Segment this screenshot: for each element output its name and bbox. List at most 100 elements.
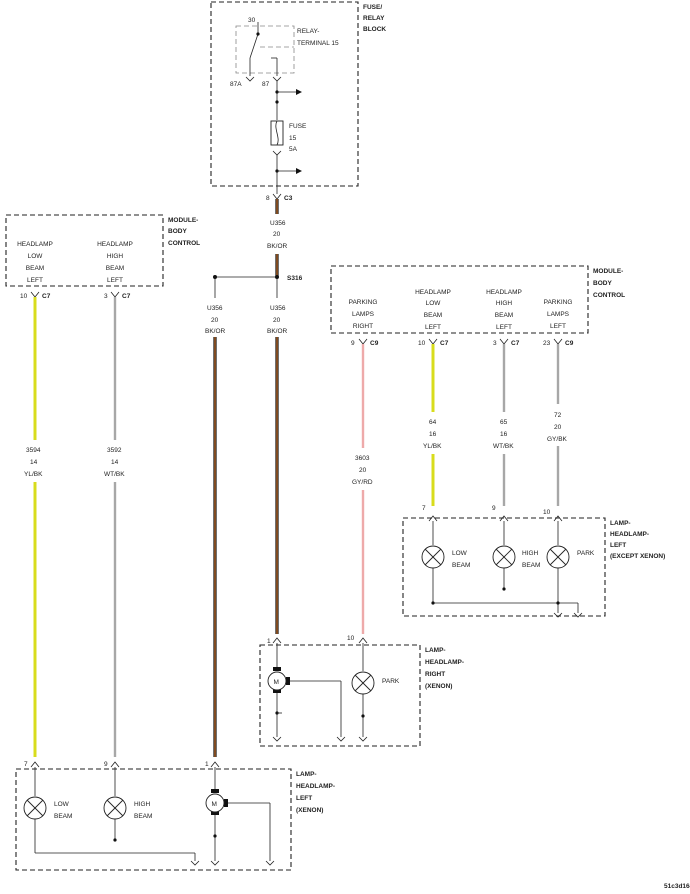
connector-c7-high-symbol <box>110 291 120 298</box>
fuse-relay-block-border <box>210 1 359 187</box>
high-beam-left-bulb-x2 <box>106 799 124 817</box>
lamp-except-xenon-park: PARK <box>577 550 595 557</box>
motor-left-top-brush <box>211 789 219 793</box>
wire-3594-label-3: YL/BK <box>24 471 43 478</box>
relay-outline <box>235 25 295 74</box>
connector-c7-low-right-symbol <box>428 338 438 345</box>
low-beam-bulb-x2 <box>424 548 442 566</box>
wire-u356-left-label-2: 20 <box>211 317 219 324</box>
lamp-except-xenon-low-2: BEAM <box>452 562 470 569</box>
wire-3592-label-2: 14 <box>111 459 119 466</box>
module-left-high-4: LEFT <box>107 277 123 284</box>
park-bulb-icon <box>351 671 375 695</box>
module-left-title-1: MODULE- <box>168 217 198 224</box>
wire-u356-right-label-1: U356 <box>270 305 286 312</box>
module-right-park-left-2: LAMPS <box>547 311 570 318</box>
connector-c7-low-symbol <box>30 291 40 298</box>
relay-87-connector <box>272 76 282 82</box>
connector-c9-right-label: C9 <box>370 340 379 347</box>
splice-s316: S316 <box>213 275 303 282</box>
module-left-border <box>5 214 164 287</box>
module-right-low-1: HEADLAMP <box>415 289 451 296</box>
lamp-right-xenon-side-connector <box>336 736 346 742</box>
wire-65-label-3: WT/BK <box>493 443 514 450</box>
park-bulb-x2 <box>549 548 567 566</box>
fuse-label-1: FUSE <box>289 123 307 130</box>
connector-c7-low-pin: 10 <box>20 293 28 300</box>
connector-c9-left-pin: 23 <box>543 340 551 347</box>
relay-contact-arm <box>249 33 259 59</box>
wire-u356-top-label-2: 20 <box>273 231 281 238</box>
connector-c9-left-symbol <box>553 338 563 345</box>
wire-72-label-1: 72 <box>554 412 562 419</box>
motor-side-brush <box>286 677 290 685</box>
module-right-border <box>330 265 589 334</box>
fuse-label-3: 5A <box>289 146 298 153</box>
wire-3603-label-2: 20 <box>359 467 367 474</box>
wire-3592-label-1: 3592 <box>107 447 122 454</box>
fuse-element <box>275 120 279 146</box>
wire-u356-left-label-1: U356 <box>207 305 223 312</box>
lamp-except-xenon-junction-3 <box>556 601 560 605</box>
wire-64-label-1: 64 <box>429 419 437 426</box>
lamp-left-xenon-motor-junction <box>213 834 217 838</box>
lamp-except-xenon-conn-10 <box>553 515 563 522</box>
lamp-left-xenon-pin-9: 9 <box>104 761 108 768</box>
lamp-except-xenon-low-1: LOW <box>452 550 468 557</box>
relay-pin-87: 87 <box>262 81 270 88</box>
connector-c3-pin: 8 <box>266 195 270 202</box>
module-right-park-right-2: LAMPS <box>352 311 375 318</box>
fuse-output-connector <box>272 150 282 156</box>
connector-c7-high-right-symbol <box>499 338 509 345</box>
wire-3603-label-3: GY/RD <box>352 479 373 486</box>
connector-c9-right-pin: 9 <box>351 340 355 347</box>
high-beam-bulb-icon <box>492 545 516 569</box>
connector-c7-low-label: C7 <box>42 293 51 300</box>
module-right-high-2: HIGH <box>496 300 513 307</box>
motor-icon: M <box>267 667 290 693</box>
lamp-left-xenon-border <box>15 768 292 871</box>
relay-label-2: TERMINAL 15 <box>297 40 339 47</box>
fuse-label-2: 15 <box>289 135 297 142</box>
high-beam-bulb-icon <box>103 796 127 820</box>
wire-u356-left-label-3: BK/OR <box>205 328 226 335</box>
module-left-high-2: HIGH <box>107 253 124 260</box>
module-right-title-2: BODY <box>593 280 612 287</box>
fuse-input-dot <box>275 100 279 104</box>
wire-u356-top: U356 20 BK/OR <box>267 199 288 276</box>
relay-pin-87a: 87A <box>230 81 242 88</box>
lamp-left-xenon-title-3: LEFT <box>296 795 312 802</box>
lamp-except-xenon-junction-2 <box>502 587 506 591</box>
module-right-high-3: BEAM <box>495 312 513 319</box>
motor-left-label: M <box>212 801 217 808</box>
connector-c7-high-pin: 3 <box>104 293 108 300</box>
arrow-right-icon <box>296 89 302 95</box>
arrow-right-icon <box>296 168 302 174</box>
wire-u356-right-label-3: BK/OR <box>267 328 288 335</box>
module-right-low-3: BEAM <box>424 312 442 319</box>
lamp-left-xenon-ground-connector <box>190 860 200 866</box>
connector-c3-label: C3 <box>284 195 293 202</box>
lamp-left-xenon-side-connector <box>265 860 275 866</box>
relay-label-1: RELAY- <box>297 28 319 35</box>
connector-c3-symbol <box>272 193 282 200</box>
wire-3594-label-2: 14 <box>30 459 38 466</box>
module-left-high-3: BEAM <box>106 265 124 272</box>
lamp-right-xenon-border <box>259 644 421 747</box>
lamp-right-xenon-return-connector <box>272 736 282 742</box>
splice-dot-left <box>213 275 217 279</box>
lamp-left-xenon-title-1: LAMP- <box>296 771 317 778</box>
low-beam-bulb-icon <box>23 796 47 820</box>
module-right-high-4: LEFT <box>496 324 512 331</box>
module-left-low-2: LOW <box>28 253 44 260</box>
module-right-high-1: HEADLAMP <box>486 289 522 296</box>
lamp-except-xenon-conn-9 <box>499 515 509 522</box>
park-bulb-icon <box>546 545 570 569</box>
wire-65-label-2: 16 <box>500 431 508 438</box>
fuse-relay-block: FUSE/ RELAY BLOCK 30 RELAY- TERMINAL 15 … <box>210 1 386 194</box>
lamp-left-xenon-title-4: (XENON) <box>296 807 323 814</box>
low-beam-left-bulb-x2 <box>26 799 44 817</box>
module-left-low-4: LEFT <box>27 277 43 284</box>
lamp-left-xenon-pin-7: 7 <box>24 761 28 768</box>
